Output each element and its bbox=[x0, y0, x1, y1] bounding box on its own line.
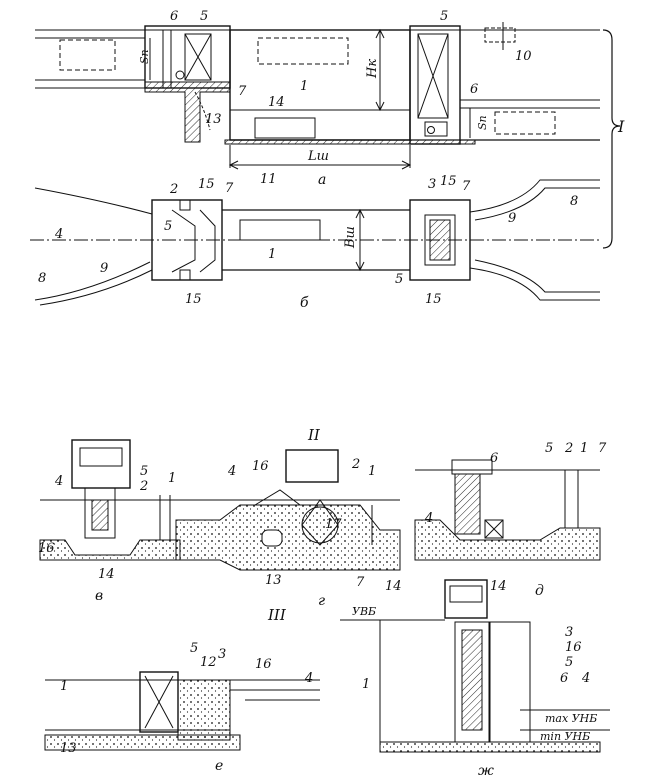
label-7b1: 7 bbox=[225, 181, 234, 196]
label-4d: 4 bbox=[424, 511, 433, 526]
lock-chamber bbox=[229, 29, 411, 141]
label-16zh: 16 bbox=[565, 640, 582, 655]
view-label-g: г bbox=[318, 593, 325, 609]
labels: 6 5 5 10 1 7 14 13 6 I Hк Lш Sп Sп а 11 … bbox=[38, 9, 625, 779]
lower-head bbox=[409, 25, 461, 145]
label-4b: 4 bbox=[54, 227, 63, 242]
lower-gate bbox=[417, 33, 449, 119]
label-15b4: 15 bbox=[425, 292, 442, 307]
label-2b: 2 bbox=[169, 182, 178, 197]
label-7a: 7 bbox=[238, 84, 247, 99]
label-10: 10 bbox=[515, 49, 532, 64]
control-house-v bbox=[71, 439, 131, 489]
label-8b2: 8 bbox=[38, 271, 46, 286]
dim-Sp1: Sп bbox=[138, 49, 151, 64]
upper-gate bbox=[184, 33, 212, 81]
view-v bbox=[39, 439, 181, 561]
view-label-e: е bbox=[215, 758, 223, 774]
label-14d: 14 bbox=[490, 579, 507, 594]
label-5a2: 5 bbox=[440, 9, 448, 24]
label-17g: 17 bbox=[325, 517, 342, 532]
label-6zh: 6 bbox=[560, 671, 568, 686]
label-14a: 14 bbox=[268, 95, 285, 110]
label-16e: 16 bbox=[255, 657, 272, 672]
view-d bbox=[414, 459, 601, 561]
label-5e: 5 bbox=[190, 641, 198, 656]
control-house-zh bbox=[444, 579, 488, 619]
dim-Lsh: Lш bbox=[307, 149, 329, 164]
dim-Hk: Hк bbox=[365, 59, 380, 79]
level-max-unb: max УНБ bbox=[545, 712, 597, 725]
label-12e: 12 bbox=[200, 655, 217, 670]
label-9b1: 9 bbox=[508, 211, 516, 226]
label-2d: 2 bbox=[564, 441, 573, 456]
view-label-v: в bbox=[95, 588, 103, 604]
label-4v: 4 bbox=[54, 474, 63, 489]
label-9b2: 9 bbox=[100, 261, 108, 276]
label-1g: 1 bbox=[368, 464, 376, 479]
view-a bbox=[35, 22, 621, 249]
label-1a: 1 bbox=[300, 79, 308, 94]
label-14v: 14 bbox=[98, 567, 115, 582]
label-5b2: 5 bbox=[395, 272, 403, 287]
label-6a2: 6 bbox=[470, 82, 478, 97]
label-15b2: 15 bbox=[440, 174, 457, 189]
label-8b1: 8 bbox=[570, 194, 578, 209]
label-2v: 2 bbox=[139, 479, 148, 494]
label-6a: 6 bbox=[170, 9, 178, 24]
roman-II: II bbox=[307, 426, 321, 444]
label-16g: 16 bbox=[252, 459, 269, 474]
view-zh bbox=[340, 579, 610, 753]
label-13g: 13 bbox=[265, 573, 282, 588]
label-5v: 5 bbox=[140, 464, 148, 479]
view-label-d: д bbox=[535, 583, 544, 599]
label-4e: 4 bbox=[304, 671, 313, 686]
label-5zh: 5 bbox=[565, 655, 573, 670]
dim-Sp2: Sп bbox=[476, 115, 489, 130]
view-g bbox=[175, 449, 401, 571]
label-3zh: 3 bbox=[565, 625, 573, 640]
label-1v: 1 bbox=[168, 471, 176, 486]
lower-head-plan bbox=[409, 199, 471, 281]
dim-Bsh: Bш bbox=[343, 226, 358, 249]
label-5a: 5 bbox=[200, 9, 208, 24]
brace-I bbox=[602, 29, 621, 249]
roman-III: III bbox=[267, 606, 287, 624]
label-4zh: 4 bbox=[581, 671, 590, 686]
view-b bbox=[30, 179, 600, 306]
upper-head bbox=[144, 25, 231, 89]
control-house-g bbox=[285, 449, 339, 483]
label-5b1: 5 bbox=[164, 219, 172, 234]
level-uvb: УВБ bbox=[352, 605, 376, 618]
label-1b: 1 bbox=[268, 247, 276, 262]
label-1d: 1 bbox=[580, 441, 588, 456]
gallery-dashed bbox=[59, 39, 116, 71]
label-7b2: 7 bbox=[462, 179, 471, 194]
label-1e: 1 bbox=[60, 679, 68, 694]
label-14g: 14 bbox=[385, 579, 402, 594]
label-13a: 13 bbox=[205, 112, 222, 127]
label-13e: 13 bbox=[60, 741, 77, 756]
label-6d: 6 bbox=[490, 451, 498, 466]
label-4g: 4 bbox=[227, 464, 236, 479]
view-e bbox=[44, 671, 320, 751]
label-7g: 7 bbox=[356, 575, 365, 590]
label-3e: 3 bbox=[218, 647, 226, 662]
roman-I: I bbox=[617, 117, 625, 136]
label-16v: 16 bbox=[38, 541, 55, 556]
label-3b: 3 bbox=[428, 177, 436, 192]
view-label-a: а bbox=[318, 172, 326, 188]
label-5d: 5 bbox=[545, 441, 553, 456]
label-11: 11 bbox=[260, 172, 277, 187]
view-label-b: б bbox=[300, 295, 309, 311]
label-15b3: 15 bbox=[185, 292, 202, 307]
label-1zh: 1 bbox=[362, 677, 370, 692]
label-15b1: 15 bbox=[198, 177, 215, 192]
view-label-zh: ж bbox=[478, 763, 494, 779]
label-2g: 2 bbox=[351, 457, 360, 472]
level-min-unb: min УНБ bbox=[540, 730, 590, 743]
label-7d: 7 bbox=[598, 441, 607, 456]
